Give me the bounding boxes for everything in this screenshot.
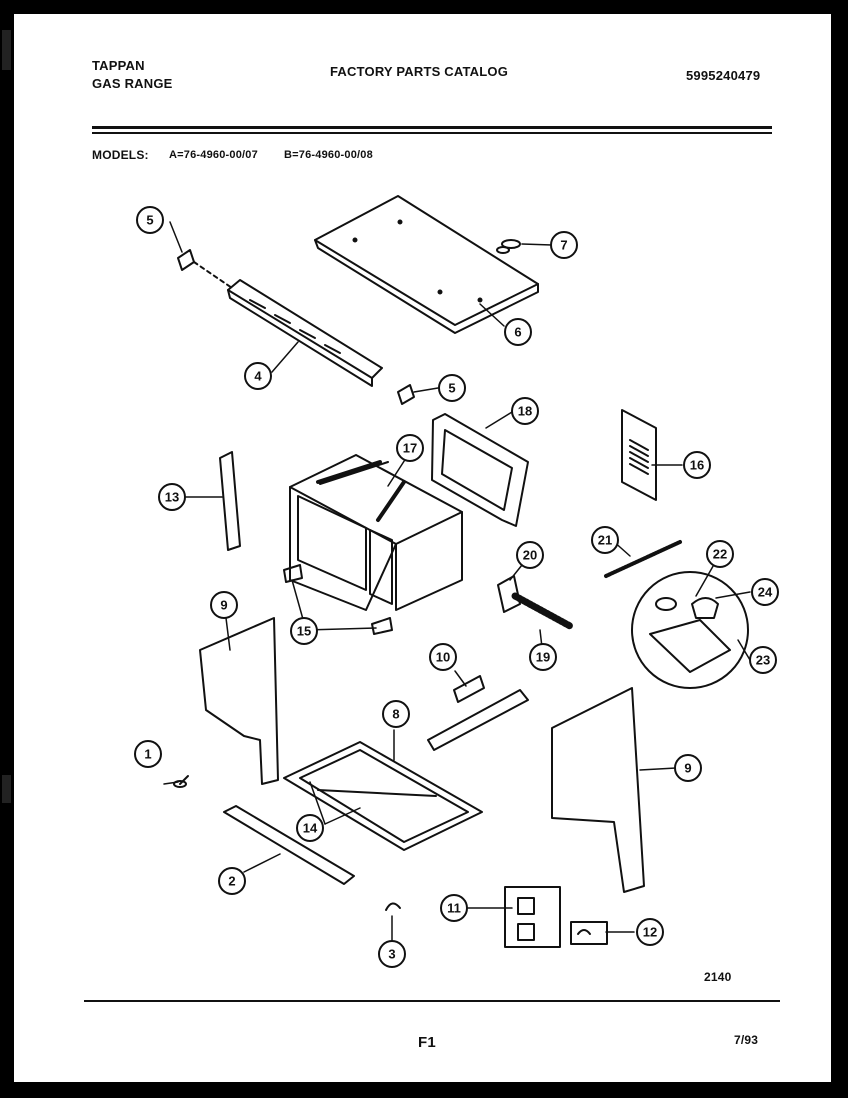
model-a-label: A=76-4960-00/07	[169, 149, 258, 161]
catalog-title: FACTORY PARTS CATALOG	[330, 64, 509, 79]
product-label: GAS RANGE	[92, 76, 173, 91]
side-rail-part	[219, 451, 241, 551]
callout-number: 8	[392, 707, 399, 722]
element-part	[604, 540, 682, 578]
leader-lines	[163, 221, 751, 941]
callout-circle	[440, 894, 468, 922]
plug-part	[501, 239, 521, 249]
callout-number: 4	[254, 369, 262, 384]
callout-circle	[749, 646, 777, 674]
callout-circle	[516, 541, 544, 569]
callout-number: 14	[303, 821, 318, 836]
callout-circle	[296, 814, 324, 842]
door-frame-part	[431, 413, 529, 527]
models-label: MODELS:	[92, 148, 149, 162]
igniter-part	[497, 575, 574, 630]
screw-part	[173, 775, 189, 788]
callout-number: 19	[536, 650, 550, 665]
callout-number: 21	[598, 533, 612, 548]
callout-number: 17	[403, 441, 417, 456]
model-b-label: B=76-4960-00/08	[284, 149, 373, 161]
clip-part-lower	[397, 384, 415, 405]
callout-circle	[706, 540, 734, 568]
callout-number: 18	[518, 404, 532, 419]
callout-number: 23	[756, 653, 770, 668]
callout-number: 1	[144, 747, 151, 762]
vent-panel-part	[621, 409, 657, 501]
clip-part-upper	[177, 249, 195, 271]
trim-rail-part	[227, 279, 383, 387]
catalog-sheet: TAPPAN GAS RANGE FACTORY PARTS CATALOG 5…	[14, 14, 831, 1082]
callout-circle	[438, 374, 466, 402]
callout-circle	[504, 318, 532, 346]
callout-number: 24	[758, 585, 773, 600]
oven-cavity-part	[289, 454, 463, 611]
side-panel-part-right	[551, 687, 645, 893]
footer-rule	[84, 1000, 780, 1002]
callout-circle	[550, 231, 578, 259]
callout-number: 22	[713, 547, 727, 562]
callout-number: 12	[643, 925, 657, 940]
callout-circle	[591, 526, 619, 554]
callout-circle	[158, 483, 186, 511]
bracket-part	[570, 921, 608, 945]
assembly-dash-line	[193, 261, 233, 289]
valve-part	[504, 886, 561, 948]
detail-circle	[631, 571, 749, 689]
callout-number: 9	[684, 761, 691, 776]
callout-number: 6	[514, 325, 521, 340]
callout-circle	[751, 578, 779, 606]
callout-number: 9	[220, 598, 227, 613]
callout-circle	[529, 643, 557, 671]
date-code: 7/93	[734, 1033, 759, 1047]
figure-code: 2140	[704, 970, 732, 984]
callout-circle	[511, 397, 539, 425]
brand-label: TAPPAN	[92, 58, 145, 73]
callout-number: 15	[297, 624, 311, 639]
callout-circle	[218, 867, 246, 895]
callout-circle	[396, 434, 424, 462]
page-code: F1	[418, 1034, 436, 1051]
clip-part	[385, 902, 401, 911]
callout-circle	[210, 591, 238, 619]
callout-number: 3	[388, 947, 395, 962]
foot-part-right	[371, 617, 393, 635]
callout-circle	[134, 740, 162, 768]
bottom-frame-part	[283, 741, 483, 851]
callout-number: 5	[448, 381, 455, 396]
foot-part-left	[283, 564, 303, 583]
scan-edge-mark	[2, 30, 11, 70]
side-panel-part-left	[199, 617, 279, 785]
callout-number: 2	[228, 874, 235, 889]
top-panel-part	[314, 195, 539, 334]
callout-circle	[429, 643, 457, 671]
callout-circle	[244, 362, 272, 390]
callout-circle	[636, 918, 664, 946]
header-rule	[92, 126, 772, 129]
callout-number: 13	[165, 490, 179, 505]
callout-circle	[290, 617, 318, 645]
callout-number: 10	[436, 650, 450, 665]
callout-number: 20	[523, 548, 537, 563]
callout-circle	[378, 940, 406, 968]
catalog-number: 5995240479	[686, 68, 761, 83]
callout-group: 1234556789910111213141516171819202122232…	[134, 206, 779, 968]
callout-circle	[136, 206, 164, 234]
callout-number: 7	[560, 238, 567, 253]
scan-edge-mark	[2, 775, 11, 803]
rod-part	[319, 461, 389, 485]
callout-number: 11	[447, 901, 461, 916]
header-rule-thin	[92, 132, 772, 134]
callout-number: 5	[146, 213, 153, 228]
exploded-parts-diagram: 1234556789910111213141516171819202122232…	[134, 195, 779, 968]
kick-plate-part	[223, 805, 355, 885]
callout-number: 16	[690, 458, 704, 473]
callout-circle	[382, 700, 410, 728]
callout-circle	[683, 451, 711, 479]
burner-tube-part	[427, 675, 529, 751]
callout-circle	[674, 754, 702, 782]
